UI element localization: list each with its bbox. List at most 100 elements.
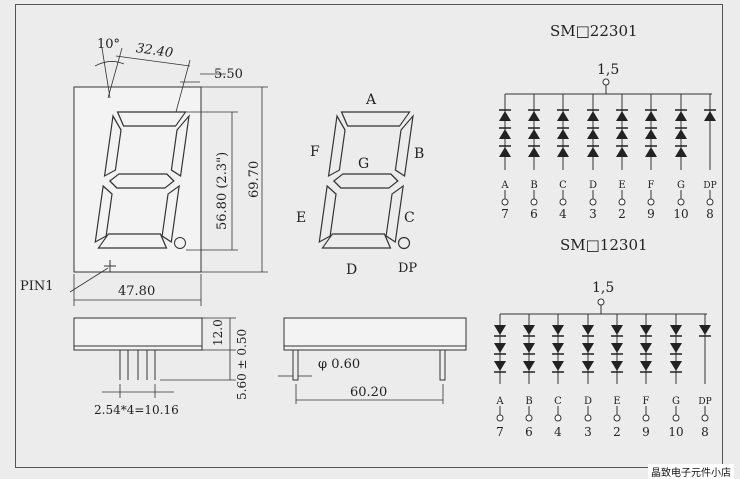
end-body — [283, 317, 467, 351]
pin-dot — [701, 414, 709, 422]
pin-number-label: 3 — [589, 207, 597, 221]
pin-length-label: 5.60 ± 0.50 — [235, 329, 249, 400]
seg-d — [321, 233, 392, 249]
segment-label: D — [584, 396, 592, 407]
pin-number-label: 6 — [525, 425, 533, 439]
front-view — [69, 47, 268, 306]
led-diode-symbol — [587, 129, 599, 139]
led-diode-symbol — [552, 325, 564, 335]
end-view — [278, 317, 467, 404]
led-diode-symbol — [499, 111, 511, 121]
led-diode-symbol — [582, 361, 594, 371]
seg-b — [394, 114, 414, 178]
seg-label-e: E — [296, 210, 306, 226]
seg-g — [332, 173, 399, 189]
pin-dot — [589, 198, 597, 206]
led-diode-symbol — [640, 325, 652, 335]
pin-number-label: 8 — [706, 207, 714, 221]
pin-dot — [706, 198, 714, 206]
side-body — [73, 317, 203, 351]
led-diode-symbol — [494, 325, 506, 335]
led-diode-symbol — [523, 343, 535, 353]
led-diode-symbol — [611, 325, 623, 335]
segment-label: E — [613, 396, 620, 407]
schematic-1-model: SM□22301 — [550, 22, 638, 40]
pin-dot — [642, 414, 650, 422]
seg-label-b: B — [414, 146, 424, 162]
pin-dot — [501, 198, 509, 206]
led-diode-symbol — [582, 343, 594, 353]
seg-dp — [397, 236, 411, 250]
pin-dot — [613, 414, 621, 422]
pin-number-label: 9 — [642, 425, 650, 439]
front-seg-d — [97, 233, 168, 249]
pin-number-label: 6 — [530, 207, 538, 221]
segment-label: E — [618, 180, 625, 191]
pin-number-label: 2 — [613, 425, 621, 439]
pin-number-label: 9 — [647, 207, 655, 221]
led-diode-symbol — [528, 111, 540, 121]
led-diode-symbol — [528, 147, 540, 157]
front-dp-dot — [174, 237, 186, 249]
pin-diameter-label: φ 0.60 — [318, 357, 360, 372]
led-diode-symbol — [645, 111, 657, 121]
segment-label: A — [500, 180, 509, 191]
pin-number-label: 2 — [618, 207, 626, 221]
height-overall-label: 69.70 — [247, 161, 262, 198]
led-diode-symbol — [494, 343, 506, 353]
led-diode-symbol — [675, 147, 687, 157]
led-diode-symbol — [587, 147, 599, 157]
pin-dot — [496, 414, 504, 422]
pin-number-label: 10 — [668, 425, 683, 439]
pitch-label: 2.54*4=10.16 — [94, 403, 179, 417]
led-diode-symbol — [528, 129, 540, 139]
front-seg-g — [108, 173, 175, 189]
width-top-label: 32.40 — [135, 41, 174, 61]
angle-label: 10° — [97, 37, 120, 52]
segment-label: C — [559, 180, 567, 191]
side-view — [73, 317, 236, 398]
offset-label: 5.50 — [214, 67, 243, 82]
seg-label-g: G — [358, 156, 369, 172]
common-pin-dot — [597, 298, 605, 306]
common-pin-dot — [602, 78, 610, 86]
segment-label: F — [648, 180, 655, 191]
pin-dot — [530, 198, 538, 206]
led-diode-symbol — [704, 111, 716, 121]
seg-f — [327, 114, 346, 178]
led-diode-symbol — [523, 325, 535, 335]
led-diode-symbol — [640, 361, 652, 371]
pin-number-label: 3 — [584, 425, 592, 439]
pin-dot — [647, 198, 655, 206]
segment-label: DP — [698, 397, 711, 407]
led-diode-symbol — [611, 343, 623, 353]
segment-view — [318, 111, 414, 249]
width-label: 47.80 — [118, 284, 155, 299]
led-diode-symbol — [670, 361, 682, 371]
pin-dot — [677, 198, 685, 206]
end-pin-right — [439, 349, 446, 381]
seg-e — [318, 184, 337, 244]
front-seg-c — [161, 184, 180, 244]
led-diode-symbol — [670, 325, 682, 335]
pin-number-label: 10 — [673, 207, 688, 221]
segment-label: DP — [703, 181, 716, 191]
pin-number-label: 7 — [496, 425, 504, 439]
led-diode-symbol — [699, 325, 711, 335]
led-diode-symbol — [557, 129, 569, 139]
led-diode-symbol — [494, 361, 506, 371]
pin1-label: PIN1 — [20, 279, 54, 294]
digit-height-label: 56.80 (2.3") — [215, 152, 230, 230]
led-diode-symbol — [499, 129, 511, 139]
led-diode-symbol — [616, 129, 628, 139]
led-diode-symbol — [523, 361, 535, 371]
led-diode-symbol — [557, 147, 569, 157]
seg-label-d: D — [346, 262, 357, 278]
pin-number-label: 7 — [501, 207, 509, 221]
seg-label-f: F — [310, 144, 320, 160]
pin-dot — [554, 414, 562, 422]
schematic-2-model: SM□12301 — [560, 236, 648, 254]
